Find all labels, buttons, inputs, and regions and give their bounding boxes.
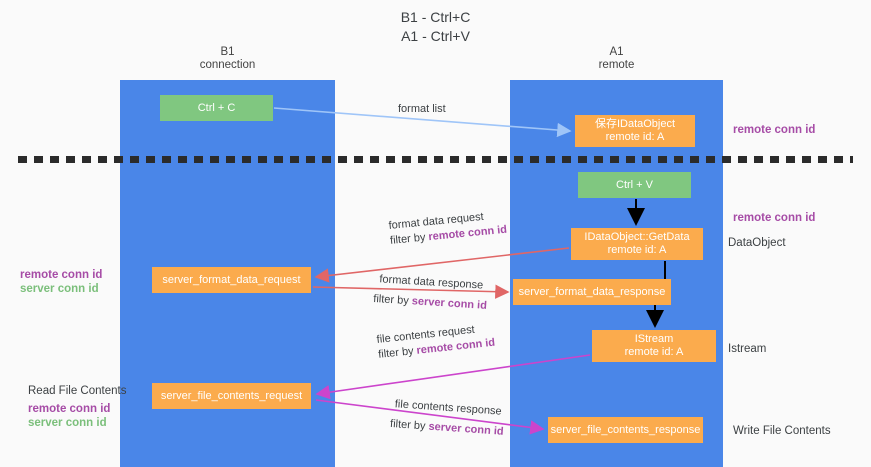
box-ctrl-v-label: Ctrl + V	[616, 178, 653, 191]
annotation-left-conn-ids-mid: remote conn id server conn id	[20, 268, 102, 296]
annotation-left-conn-ids-bottom: remote conn id server conn id	[28, 402, 110, 430]
annotation-left-server-conn-id-mid: server conn id	[20, 283, 99, 295]
edge-label-format-list: format list	[398, 102, 446, 117]
box-server-file-contents-response-label: server_file_contents_response	[550, 423, 701, 436]
edge-label-format-list-text: format list	[398, 103, 446, 115]
box-idataobject[interactable]: 保存IDataObject remote id: A	[575, 115, 695, 147]
box-server-file-contents-request[interactable]: server_file_contents_request	[152, 383, 311, 409]
box-server-file-contents-request-label: server_file_contents_request	[160, 389, 303, 402]
annotation-remote-conn-id-mid: remote conn id	[733, 212, 816, 224]
box-istream-line2: remote id: A	[624, 346, 684, 358]
box-idataobject-line2: remote id: A	[605, 131, 665, 143]
column-header-a1-name: A1	[609, 46, 624, 58]
box-idataobject-getdata[interactable]: IDataObject::GetData remote id: A	[571, 228, 703, 260]
box-getdata-line1: IDataObject::GetData	[584, 231, 690, 243]
edge-label-format-data-response-filter: filter by server conn id	[373, 292, 487, 314]
column-header-b1-name: B1	[220, 46, 235, 58]
annotation-write-file-contents: Write File Contents	[733, 425, 831, 437]
filter-prefix: filter by	[377, 344, 418, 361]
box-server-format-data-response[interactable]: server_format_data_response	[513, 279, 671, 305]
box-ctrl-c-label: Ctrl + C	[197, 101, 236, 114]
filter-value-server-conn-id: server conn id	[428, 420, 504, 438]
title-line-1: B1 - Ctrl+C	[400, 9, 471, 25]
annotation-left-remote-conn-id-bottom: remote conn id	[28, 403, 111, 415]
edge-label-format-data-response-title: format data response	[379, 273, 484, 292]
filter-value-server-conn-id: server conn id	[411, 295, 488, 312]
box-idataobject-line1: 保存IDataObject	[594, 118, 676, 130]
filter-prefix: filter by	[372, 292, 413, 308]
column-header-a1: A1 remote	[510, 46, 723, 72]
edge-label-file-contents-response: file contents response filter by server …	[390, 397, 506, 440]
annotation-left-server-conn-id-bottom: server conn id	[28, 417, 107, 429]
box-getdata-line2: remote id: A	[607, 244, 667, 256]
annotation-istream: Istream	[728, 343, 767, 355]
edge-label-file-contents-request: file contents request filter by remote c…	[376, 321, 496, 363]
box-ctrl-v[interactable]: Ctrl + V	[578, 172, 691, 198]
edge-label-file-contents-response-title: file contents response	[394, 398, 503, 418]
box-istream[interactable]: IStream remote id: A	[592, 330, 716, 362]
column-header-b1: B1 connection	[120, 46, 335, 72]
edge-label-format-data-response: format data response filter by server co…	[373, 272, 489, 314]
edge-label-format-data-request: format data request filter by remote con…	[388, 208, 508, 249]
annotation-read-file-contents: Read File Contents	[28, 385, 127, 397]
edge-label-file-contents-response-filter: filter by server conn id	[390, 417, 504, 440]
phase-divider	[18, 156, 853, 163]
filter-prefix: filter by	[389, 231, 430, 247]
box-server-format-data-request-label: server_format_data_request	[162, 273, 301, 286]
box-server-format-data-response-label: server_format_data_response	[518, 285, 666, 298]
title-line-2: A1 - Ctrl+V	[401, 28, 470, 44]
column-header-b1-role: connection	[199, 59, 256, 71]
annotation-remote-conn-id-top: remote conn id	[733, 124, 816, 136]
box-server-format-data-request[interactable]: server_format_data_request	[152, 267, 311, 293]
column-header-a1-role: remote	[598, 59, 635, 71]
annotation-dataobject: DataObject	[728, 237, 786, 249]
box-ctrl-c[interactable]: Ctrl + C	[160, 95, 273, 121]
box-istream-line1: IStream	[634, 333, 674, 345]
diagram-title: B1 - Ctrl+C A1 - Ctrl+V	[0, 8, 871, 46]
annotation-left-remote-conn-id-mid: remote conn id	[20, 269, 103, 281]
filter-prefix: filter by	[389, 417, 429, 433]
box-server-file-contents-response[interactable]: server_file_contents_response	[548, 417, 703, 443]
